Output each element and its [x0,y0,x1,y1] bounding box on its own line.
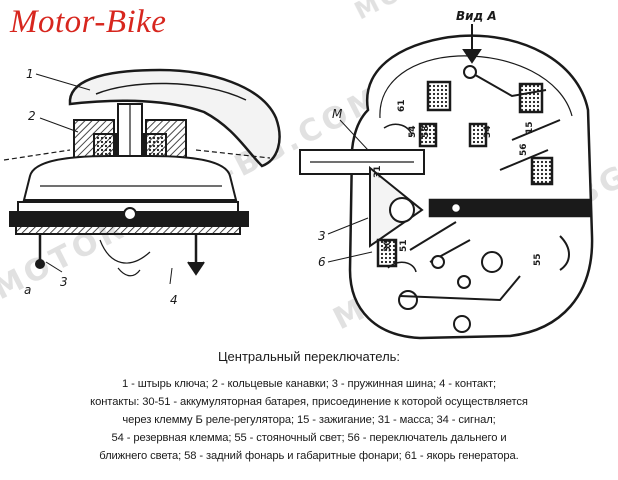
callout-2: 2 [28,109,36,123]
housing [22,155,238,201]
right-callouts [327,119,373,263]
callout-1: 1 [26,67,34,81]
caption-line-3: через клемму Б реле-регулятора; 15 - заж… [122,414,496,426]
caption-line-2: контакты: 30-51 - аккумуляторная батарея… [90,396,528,408]
terminal-label-58: 58 [421,125,431,138]
left-callouts [35,73,173,285]
caption-line-1: 1 - штырь ключа; 2 - кольцевые канавки; … [121,378,497,390]
terminal-label-34: 34 [483,125,493,138]
key-handle [68,68,281,168]
callout-a: a [24,283,31,297]
brand-logo: Motor-Bike [10,4,167,40]
callout-6: 6 [318,255,326,269]
terminal-label-54: 54 [408,125,418,138]
callout-4: 4 [170,293,178,307]
terminal-block [530,156,554,186]
contact-bar [428,198,592,218]
view-a [299,34,594,340]
terminal-label-55: 55 [533,253,543,266]
callout-3: 3 [60,275,68,289]
view-arrow [462,24,482,64]
terminal-labels: 61 58 54 56 30 31 34 15 51 55 [373,99,543,266]
view-a-label: Вид А [456,9,497,23]
terminal-label-30: 30 [383,239,393,252]
callout-m: M [332,107,343,121]
terminal-block [418,122,438,148]
terminal-label-56: 56 [519,143,529,156]
callout-3-right: 3 [318,229,326,243]
terminal-block [468,122,488,148]
caption-line-5: ближнего света; 58 - задний фонарь и габ… [99,450,519,462]
terminal-label-61: 61 [397,99,407,112]
caption-title: Центральный переключатель: [217,349,401,364]
terminal-label-31: 31 [373,165,383,178]
terminal-label-15: 15 [525,121,535,134]
caption-line-4: 54 - резервная клемма; 55 - стояночный с… [111,432,507,444]
terminal-label-51: 51 [399,239,409,252]
terminal-block [518,82,544,114]
terminal-block [376,238,398,268]
terminal-block [426,80,452,112]
section-view [3,68,281,277]
